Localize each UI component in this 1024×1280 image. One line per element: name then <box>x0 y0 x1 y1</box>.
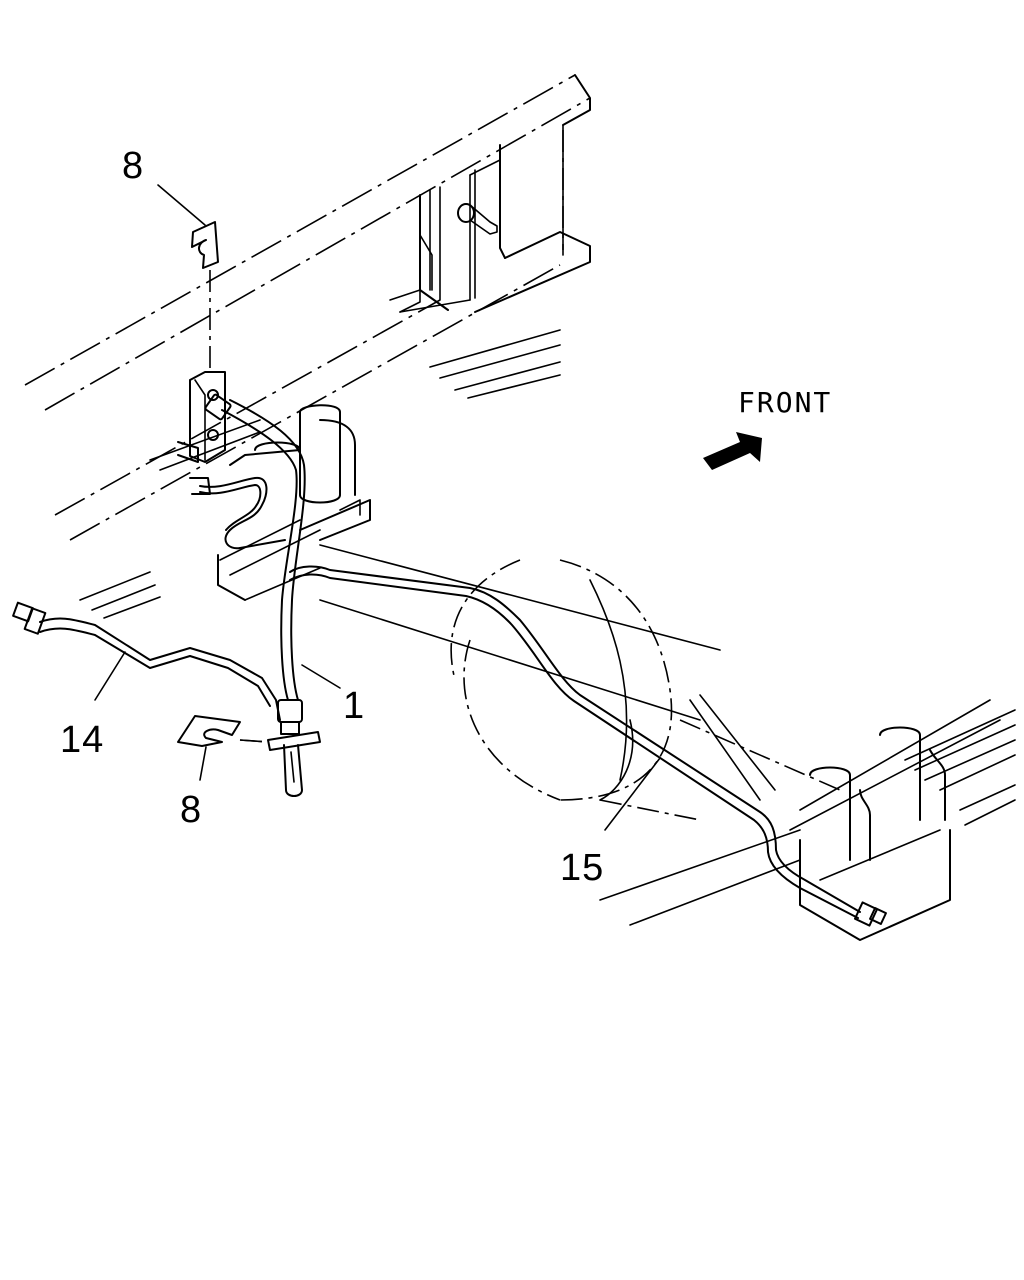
hose-bracket <box>177 371 226 463</box>
retaining-clip-top <box>191 221 219 372</box>
rear-axle-housing <box>217 404 1016 941</box>
brake-pipe-loop <box>189 476 286 550</box>
brake-pipe-14 <box>12 601 281 721</box>
callout-8-top: 8 <box>122 145 144 187</box>
callout-1: 1 <box>343 685 365 727</box>
front-arrow-icon <box>703 432 762 470</box>
brake-pipe-15 <box>289 565 887 927</box>
callout-15: 15 <box>560 847 604 889</box>
callout-14: 14 <box>60 719 104 761</box>
callout-8-bottom: 8 <box>180 789 202 831</box>
leader-lines <box>94 184 661 831</box>
front-direction-label: FRONT <box>738 386 832 419</box>
retaining-clip-bottom <box>177 715 269 747</box>
